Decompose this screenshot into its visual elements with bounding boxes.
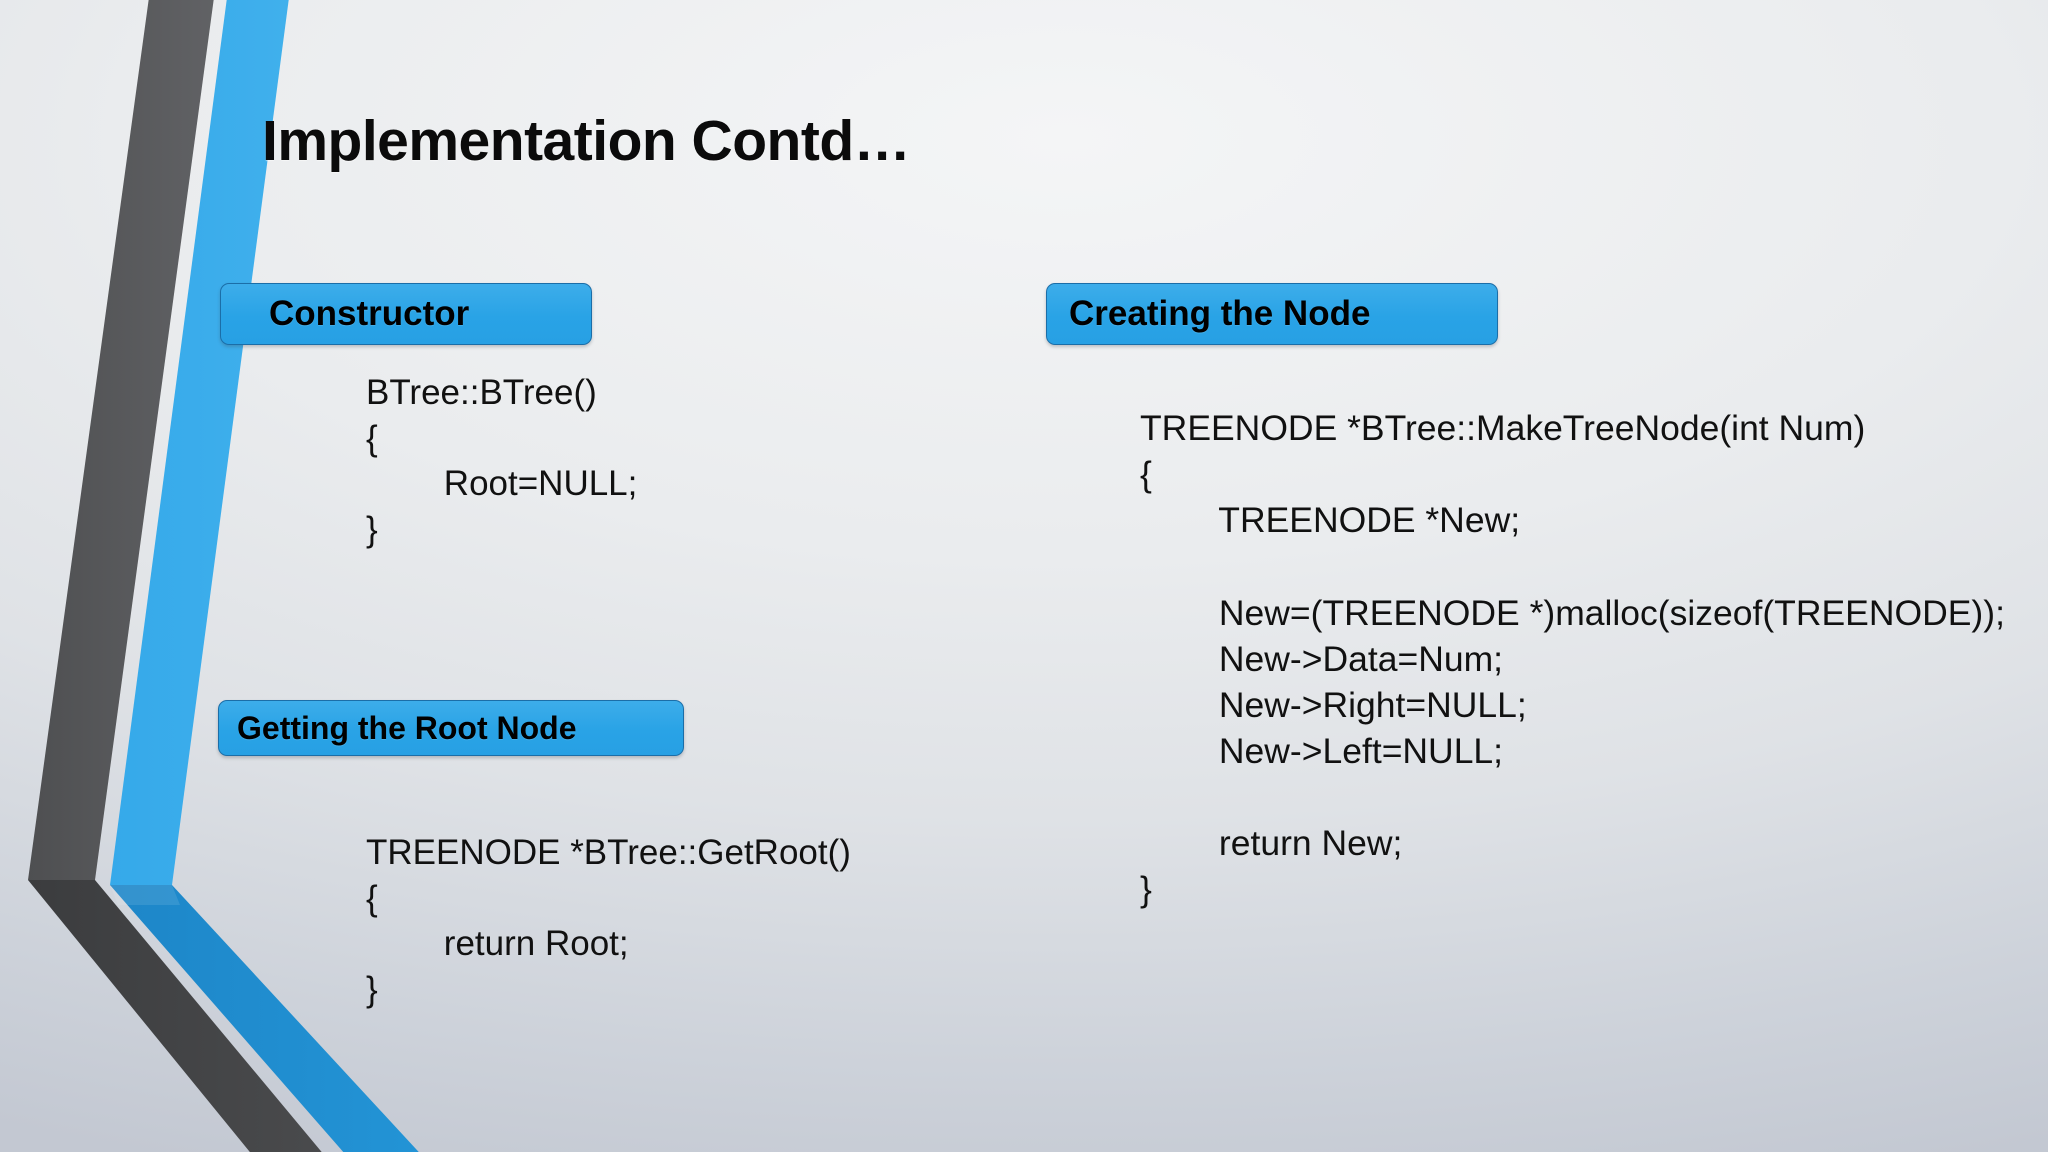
section-heading-constructor-label: Constructor [269, 294, 470, 333]
section-heading-get-root-node-label: Getting the Root Node [237, 709, 577, 746]
code-block-get-root-node: TREENODE *BTree::GetRoot() { return Root… [366, 833, 851, 1009]
section-heading-get-root-node[interactable]: Getting the Root Node [218, 700, 684, 756]
code-block-constructor: BTree::BTree() { Root=NULL; } [366, 373, 638, 549]
page-title: Implementation Contd… [262, 109, 911, 173]
code-block-make-tree-node: TREENODE *BTree::MakeTreeNode(int Num) {… [1140, 408, 2005, 910]
section-heading-creating-the-node[interactable]: Creating the Node [1046, 283, 1498, 345]
section-heading-creating-the-node-label: Creating the Node [1069, 294, 1371, 333]
section-heading-constructor[interactable]: Constructor [220, 283, 592, 345]
